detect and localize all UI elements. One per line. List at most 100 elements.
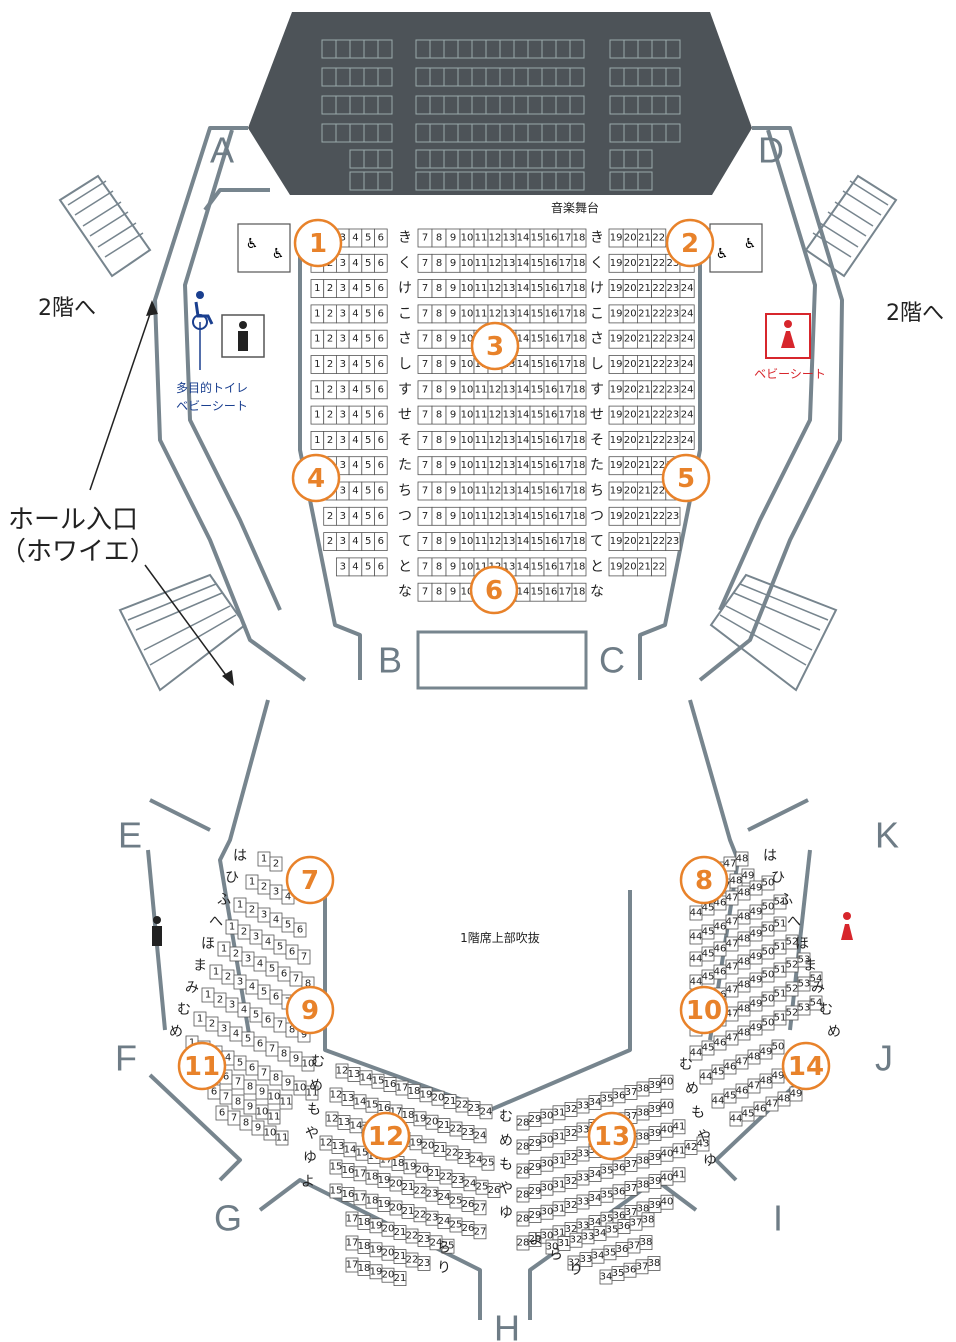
row-label: ま — [193, 958, 207, 974]
seat: 12 — [487, 430, 503, 450]
svg-text:44: 44 — [700, 1072, 713, 1083]
svg-text:1: 1 — [309, 229, 327, 259]
svg-text:17: 17 — [559, 233, 572, 244]
seat: 44 — [689, 929, 703, 945]
svg-text:3: 3 — [340, 308, 346, 319]
seat: 7 — [417, 228, 433, 248]
seat: 11 — [473, 304, 489, 324]
svg-text:4: 4 — [352, 308, 358, 319]
svg-text:5: 5 — [253, 1010, 259, 1021]
women-toilet-icon-2f — [841, 912, 853, 940]
svg-text:13: 13 — [503, 384, 516, 395]
seat: 22 — [651, 430, 667, 450]
seat: 14 — [353, 1094, 367, 1110]
seat: 19 — [608, 380, 624, 400]
seat: 19 — [608, 430, 624, 450]
block-4-marker: 4 — [291, 453, 341, 503]
seat: 15 — [529, 304, 545, 324]
seat: 1 — [245, 874, 259, 890]
svg-text:20: 20 — [624, 536, 637, 547]
svg-text:6: 6 — [485, 576, 503, 606]
svg-text:24: 24 — [438, 1216, 451, 1227]
seat: 51 — [773, 1010, 787, 1026]
svg-text:11: 11 — [475, 561, 488, 572]
svg-text:34: 34 — [589, 1169, 602, 1180]
row-label: と — [590, 559, 604, 575]
seat: 8 — [431, 532, 447, 551]
seat: 11 — [473, 506, 489, 526]
svg-text:38: 38 — [637, 1156, 650, 1167]
svg-text:15: 15 — [531, 435, 544, 446]
svg-text:10: 10 — [461, 334, 474, 345]
seat: 21 — [401, 1180, 415, 1195]
seat: 38 — [641, 1212, 655, 1228]
row-label: ら — [549, 1247, 563, 1263]
row-label: ゆ — [303, 1150, 317, 1166]
svg-text:23: 23 — [667, 410, 680, 421]
row-label: そ — [398, 432, 412, 448]
seat: 20 — [622, 430, 638, 450]
svg-text:4: 4 — [352, 511, 358, 522]
seat: 14 — [515, 557, 531, 577]
seat: 7 — [297, 949, 311, 965]
svg-text:7: 7 — [422, 435, 428, 446]
row-label: む — [311, 1054, 325, 1070]
seat: 24 — [679, 355, 695, 374]
seat: 10 — [263, 1125, 277, 1141]
svg-text:12: 12 — [489, 460, 502, 471]
seat: 10 — [459, 456, 475, 476]
seat: 10 — [459, 430, 475, 450]
seat: 18 — [571, 456, 587, 476]
svg-text:36: 36 — [613, 1090, 626, 1101]
svg-text:18: 18 — [402, 1110, 415, 1121]
svg-text:20: 20 — [624, 308, 637, 319]
row-label: ゆ — [499, 1205, 513, 1221]
svg-text:36: 36 — [613, 1162, 626, 1173]
svg-text:9: 9 — [450, 435, 456, 446]
seat: 21 — [637, 430, 653, 450]
svg-text:2: 2 — [241, 927, 247, 938]
svg-text:21: 21 — [638, 258, 651, 269]
svg-text:14: 14 — [517, 511, 530, 522]
seat: 14 — [515, 481, 531, 501]
svg-text:5: 5 — [365, 359, 371, 370]
svg-text:9: 9 — [450, 359, 456, 370]
seat: 6 — [374, 456, 388, 476]
svg-text:40: 40 — [661, 1077, 674, 1088]
row-label: こ — [590, 306, 604, 322]
svg-text:3: 3 — [229, 1000, 235, 1011]
seat: 31 — [552, 1201, 566, 1217]
svg-text:23: 23 — [418, 1258, 431, 1269]
svg-text:24: 24 — [480, 1106, 493, 1117]
svg-text:6: 6 — [378, 561, 384, 572]
seat: 50 — [761, 1015, 775, 1031]
seat: 7 — [417, 253, 433, 273]
svg-text:47: 47 — [766, 1099, 779, 1110]
seat: 38 — [636, 1129, 650, 1145]
row-label: ち — [398, 483, 412, 499]
svg-text:49: 49 — [750, 929, 763, 940]
svg-text:7: 7 — [223, 1092, 229, 1103]
svg-text:9: 9 — [450, 233, 456, 244]
svg-text:5: 5 — [365, 536, 371, 547]
svg-text:16: 16 — [545, 258, 558, 269]
svg-text:12: 12 — [489, 536, 502, 547]
seat: 16 — [543, 506, 559, 526]
svg-text:17: 17 — [559, 334, 572, 345]
svg-text:45: 45 — [702, 1043, 715, 1054]
svg-text:1: 1 — [314, 283, 320, 294]
svg-text:11: 11 — [475, 435, 488, 446]
seat: 4 — [348, 279, 363, 299]
svg-text:46: 46 — [714, 922, 727, 933]
svg-text:7: 7 — [261, 1068, 267, 1079]
seat: 15 — [529, 506, 545, 526]
multi-toilet-label: 多目的トイレ — [176, 380, 248, 395]
svg-text:15: 15 — [531, 460, 544, 471]
seat: 17 — [557, 355, 573, 374]
seat: 14 — [515, 304, 531, 324]
seat: 5 — [361, 304, 375, 324]
seat: 33 — [576, 1146, 590, 1162]
seat: 22 — [651, 279, 667, 299]
seat: 9 — [445, 506, 461, 526]
seat: 19 — [369, 1264, 383, 1280]
